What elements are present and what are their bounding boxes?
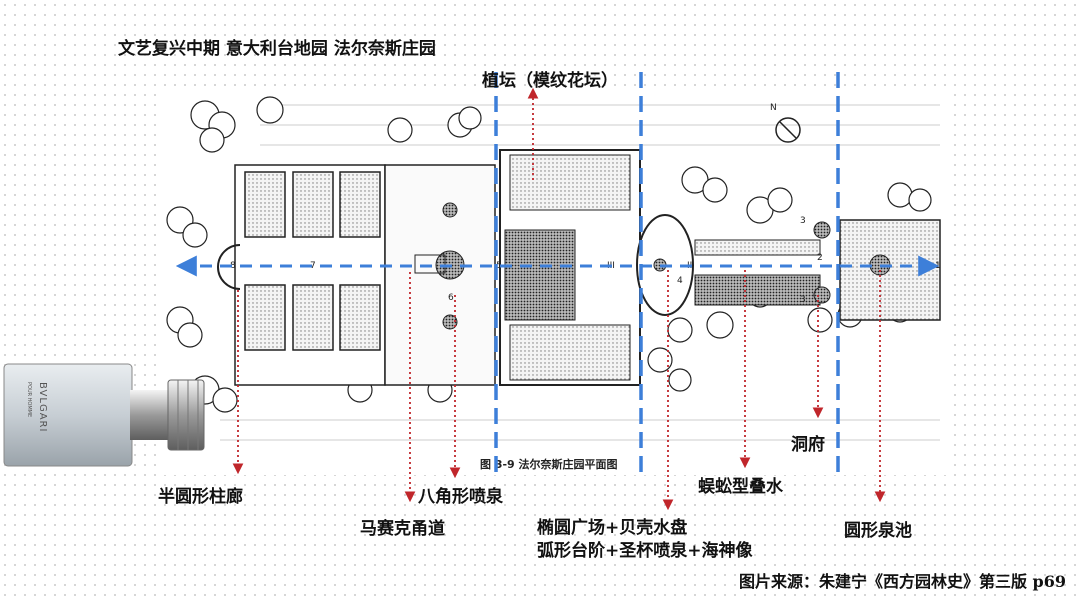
label-mosaic-path: 马赛克甬道 (360, 519, 445, 539)
catena-channel (694, 239, 821, 256)
lower-parterre-beds (244, 171, 381, 351)
grotto-shape-2 (813, 286, 831, 304)
faint-text-lines (220, 104, 940, 441)
label-pointers (232, 87, 886, 511)
north-compass (775, 117, 801, 143)
figure-caption: 图 3-9 法尔奈斯庄园平面图 (480, 457, 618, 471)
site-plan-drawing: 1 2 3 3 4 5 6 7 8 II III N 图 3-9 法尔奈斯庄园平… (166, 96, 941, 471)
plan-number: 3 (800, 216, 806, 226)
image-source: 图片来源：朱建宁《西方园林史》第三版 p69 (738, 572, 1066, 591)
perfume-bottle-image: BVLGARI POUR HOMME (2, 362, 212, 474)
label-oval-line1: 椭圆广场+贝壳水盘 (537, 518, 688, 538)
plan-number: N (770, 103, 777, 113)
label-parterre: 植坛（模纹花坛） (482, 71, 618, 91)
terrace-dividers (494, 72, 840, 478)
label-oval-line2: 弧形台阶+圣杯喷泉+海神像 (537, 541, 753, 561)
bottle-sub: POUR HOMME (26, 382, 32, 417)
bottle-brand: BVLGARI (37, 382, 48, 432)
label-exedra: 半圆形柱廊 (158, 487, 243, 507)
plan-number: 4 (677, 276, 683, 286)
label-grotto: 洞府 (791, 435, 825, 455)
label-octagon-fountain: 八角形喷泉 (418, 487, 503, 507)
grotto-shape-1 (813, 221, 831, 239)
label-catena: 蜈蚣型叠水 (698, 477, 783, 497)
plan-number: 6 (448, 293, 454, 303)
plan-number: 3 (800, 295, 806, 305)
page-title: 文艺复兴中期 意大利台地园 法尔奈斯庄园 (118, 39, 436, 59)
label-round-pool: 圆形泉池 (844, 521, 912, 541)
